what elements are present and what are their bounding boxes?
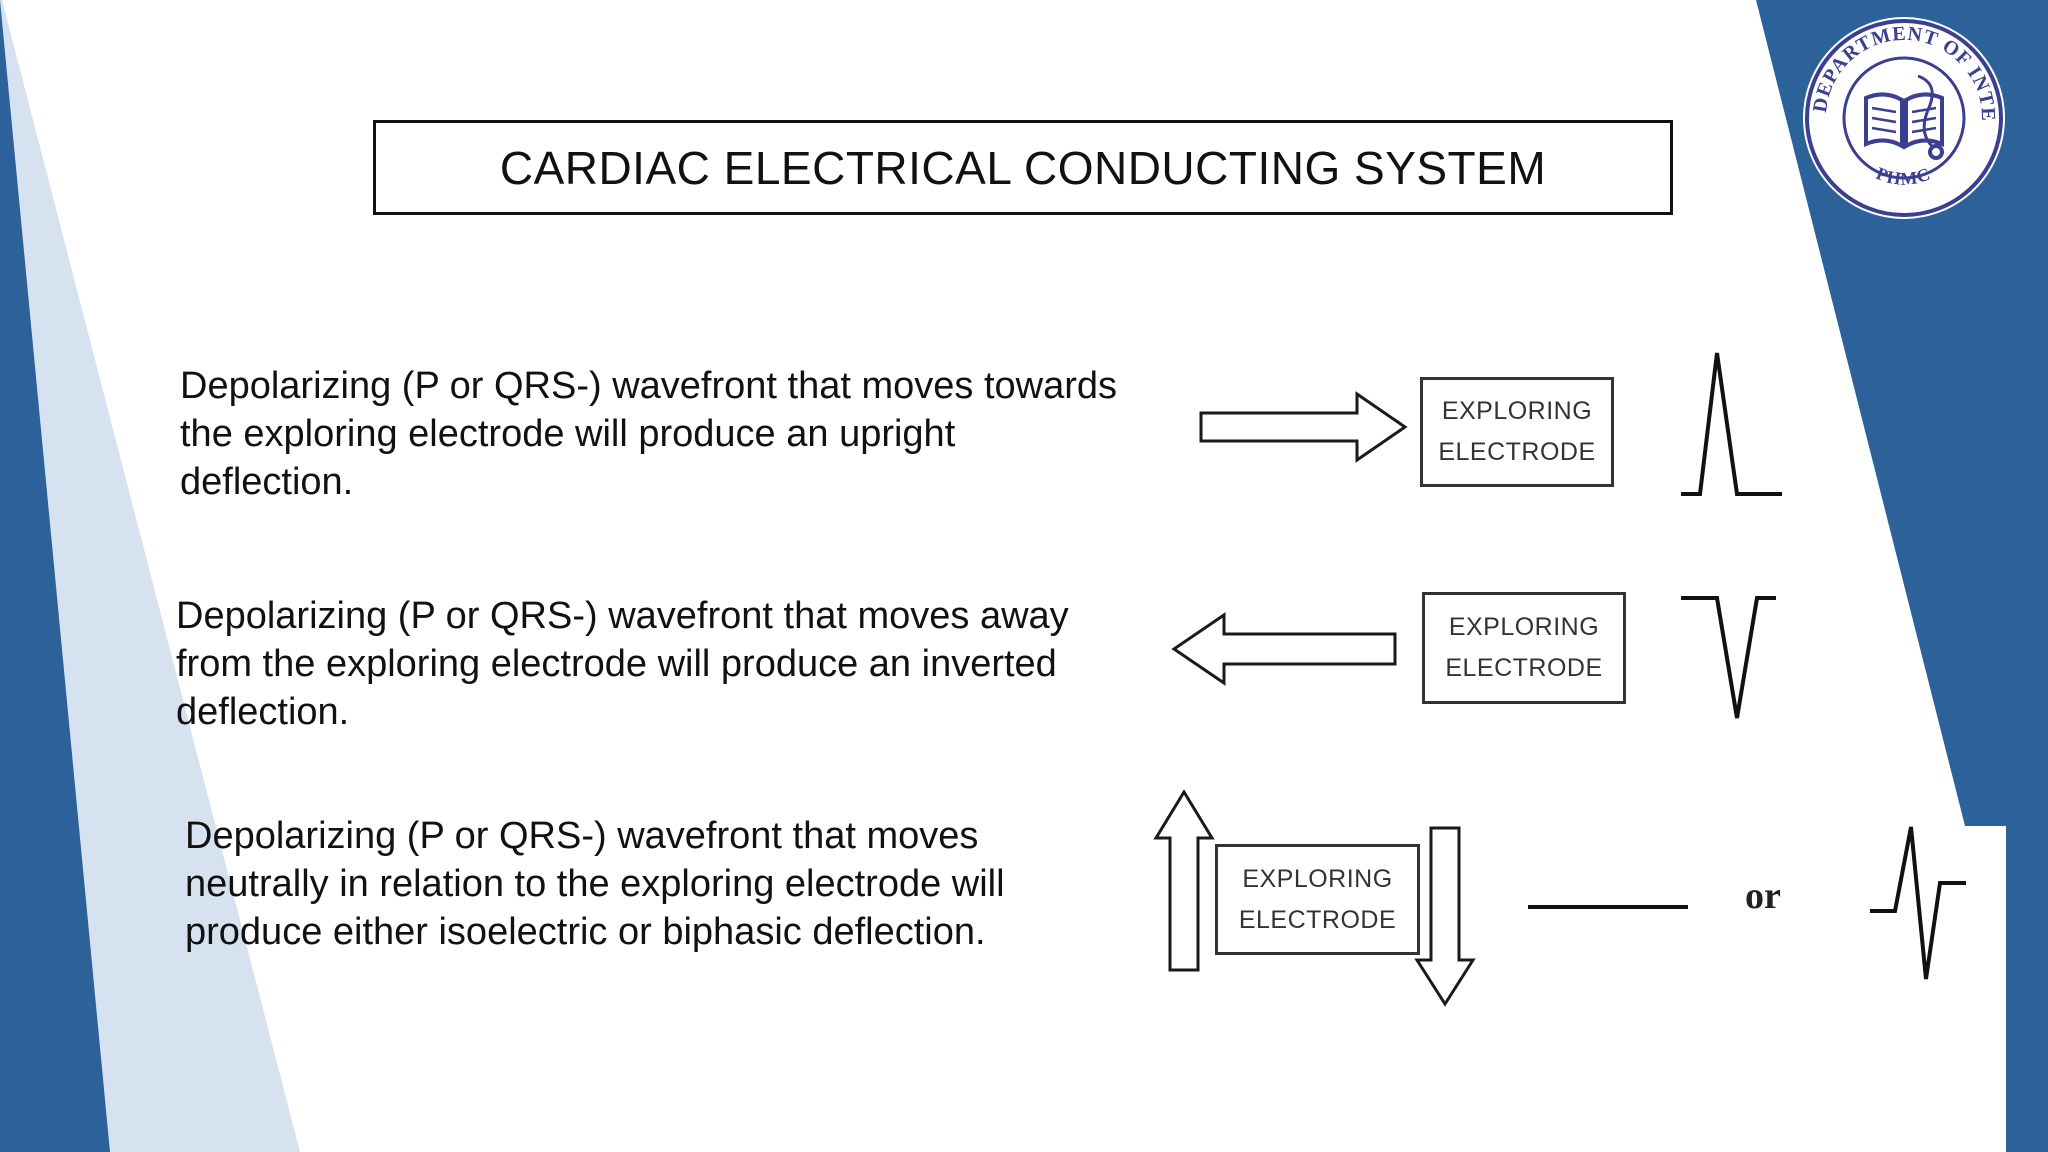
electrode-label-3a: EXPLORING xyxy=(1242,864,1393,893)
left-arrow-icon xyxy=(1171,612,1397,686)
row-3-description: Depolarizing (P or QRS-) wavefront that … xyxy=(185,812,1005,956)
row-2-description: Depolarizing (P or QRS-) wavefront that … xyxy=(176,592,1069,736)
row-3-line-2: neutrally in relation to the exploring e… xyxy=(185,863,1005,905)
row-2-line-3: deflection. xyxy=(176,691,350,733)
inverted-deflection-wave-icon xyxy=(1681,596,1776,719)
department-seal-logo: DEPARTMENT OF INTERNAL MEDICINE PHMC xyxy=(1800,14,2005,219)
up-arrow-icon xyxy=(1153,789,1215,972)
or-label: or xyxy=(1745,875,1781,917)
row-2-line-1: Depolarizing (P or QRS-) wavefront that … xyxy=(176,595,1069,637)
open-book-stethoscope-icon xyxy=(1864,74,1944,160)
electrode-box-3: EXPLORING ELECTRODE xyxy=(1215,844,1420,955)
electrode-label-3b: ELECTRODE xyxy=(1238,905,1397,934)
electrode-box-1: EXPLORING ELECTRODE xyxy=(1420,377,1614,487)
row-1-line-2: the exploring electrode will produce an … xyxy=(180,413,956,455)
upright-deflection-wave-icon xyxy=(1681,352,1782,496)
left-blue-band xyxy=(0,0,110,1152)
page-title: CARDIAC ELECTRICAL CONDUCTING SYSTEM xyxy=(499,141,1547,194)
row-3-line-1: Depolarizing (P or QRS-) wavefront that … xyxy=(185,815,979,857)
electrode-box-2: EXPLORING ELECTRODE xyxy=(1422,592,1626,704)
row-1-line-3: deflection. xyxy=(180,461,354,503)
right-arrow-icon xyxy=(1199,391,1408,463)
row-1-description: Depolarizing (P or QRS-) wavefront that … xyxy=(180,362,1117,506)
row-3-line-3: produce either isoelectric or biphasic d… xyxy=(185,911,986,953)
title-box: CARDIAC ELECTRICAL CONDUCTING SYSTEM xyxy=(373,120,1673,215)
electrode-label-2a: EXPLORING xyxy=(1448,613,1600,641)
electrode-label-1a: EXPLORING xyxy=(1441,397,1593,425)
row-2-line-2: from the exploring electrode will produc… xyxy=(176,643,1057,685)
right-blue-band xyxy=(1756,0,2048,1152)
down-arrow-icon xyxy=(1414,826,1476,1007)
biphasic-deflection-wave-icon xyxy=(1870,826,1966,980)
electrode-label-1b: ELECTRODE xyxy=(1438,438,1596,466)
row-1-line-1: Depolarizing (P or QRS-) wavefront that … xyxy=(180,365,1117,407)
electrode-label-2b: ELECTRODE xyxy=(1445,654,1603,682)
